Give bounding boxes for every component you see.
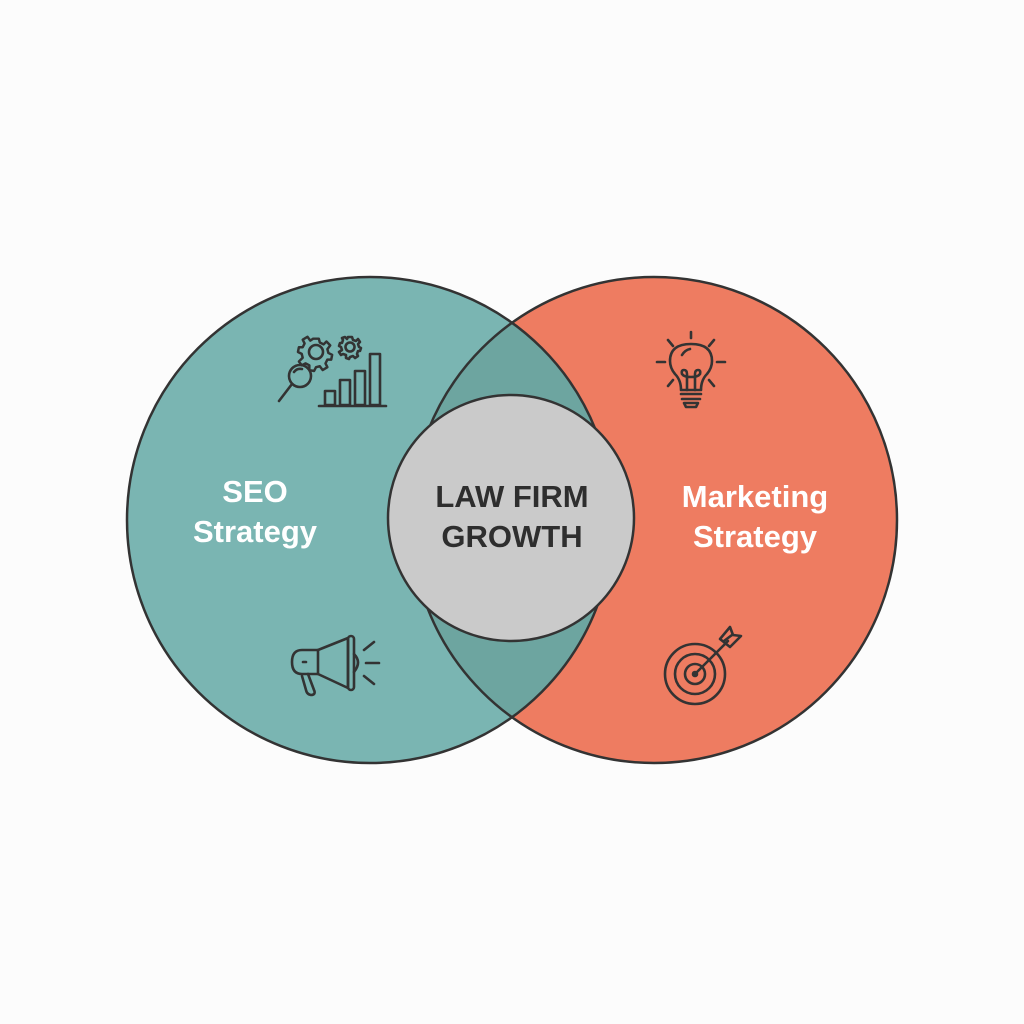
seo-label-line2: Strategy xyxy=(192,513,318,549)
megaphone-icon xyxy=(290,634,381,697)
seo-strategy-label: SEO Strategy xyxy=(140,472,370,551)
center-label-line1: LAW FIRM xyxy=(435,479,589,514)
marketing-label-line2: Strategy xyxy=(692,518,818,554)
seo-label-line1: SEO xyxy=(222,474,288,509)
center-circle xyxy=(386,393,636,643)
marketing-label-line1: Marketing xyxy=(681,479,829,514)
gears-magnifier-bar-chart-icon xyxy=(277,335,388,408)
law-firm-growth-label: LAW FIRM GROWTH xyxy=(396,477,628,558)
marketing-strategy-label: Marketing Strategy xyxy=(645,477,865,556)
center-label-line2: GROWTH xyxy=(441,519,583,555)
lightbulb-icon xyxy=(655,330,727,409)
target-arrow-icon xyxy=(663,625,743,706)
